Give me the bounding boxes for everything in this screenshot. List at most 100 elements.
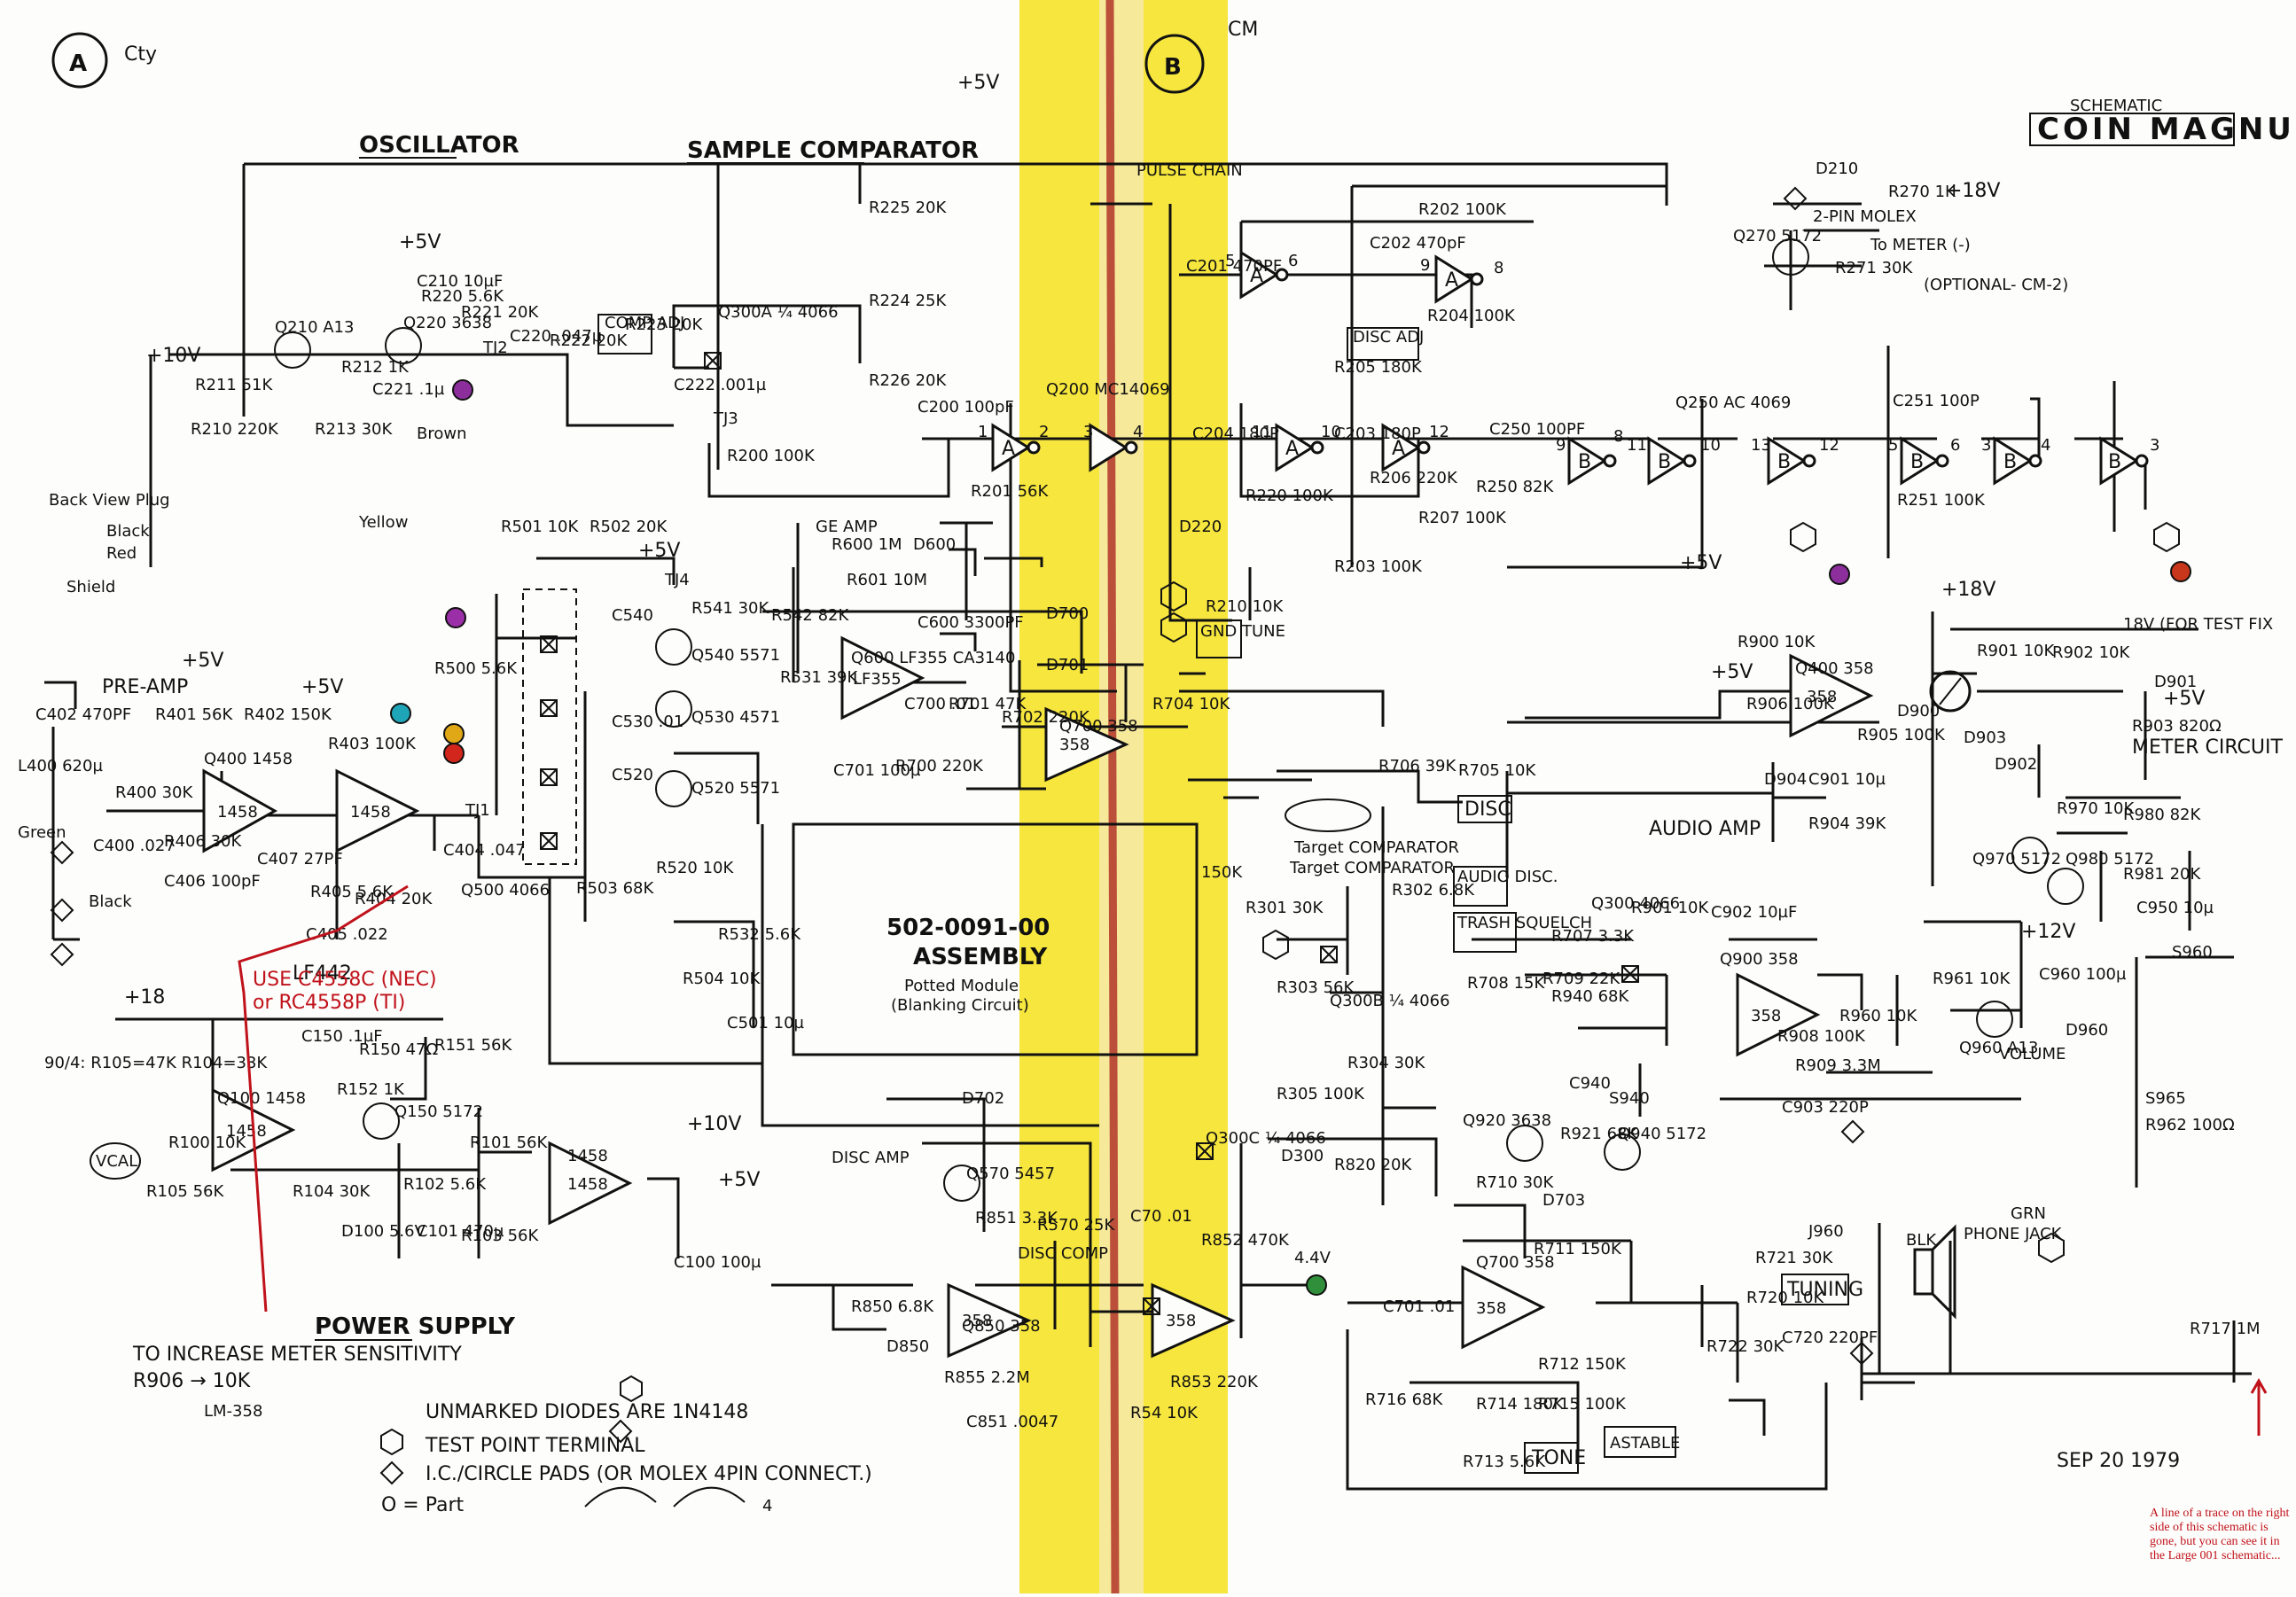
svg-text:Q530 4571: Q530 4571 (691, 708, 780, 727)
test-point-purple-2 (445, 607, 466, 628)
svg-text:R211 51K: R211 51K (195, 376, 273, 394)
svg-text:1458: 1458 (226, 1122, 267, 1141)
svg-text:B: B (1777, 451, 1791, 473)
svg-text:358: 358 (1166, 1312, 1196, 1330)
svg-text:4: 4 (2041, 436, 2050, 455)
svg-text:R709 22K: R709 22K (1542, 970, 1620, 988)
svg-text:3: 3 (1083, 423, 1093, 441)
svg-text:R903 820Ω: R903 820Ω (2132, 717, 2222, 736)
svg-text:R200 100K: R200 100K (727, 447, 816, 465)
potted-module-box (792, 822, 1199, 1056)
svg-text:358: 358 (1807, 688, 1837, 706)
test-point-purple-3 (1829, 564, 1850, 585)
svg-text:C202 470pF: C202 470pF (1370, 234, 1466, 253)
svg-text:1458: 1458 (567, 1175, 608, 1194)
page-mark-b-circle (1144, 34, 1205, 94)
svg-text:R704 10K: R704 10K (1152, 695, 1230, 713)
svg-text:Green: Green (18, 823, 66, 842)
svg-text:R221 20K: R221 20K (461, 303, 539, 322)
svg-text:To METER (-): To METER (-) (1870, 236, 1971, 254)
analog-switches (540, 352, 1639, 1315)
svg-text:TJ2: TJ2 (482, 339, 508, 357)
svg-text:LM-358: LM-358 (204, 1402, 262, 1421)
svg-text:3: 3 (2150, 436, 2159, 455)
svg-text:C402 470PF: C402 470PF (35, 705, 131, 724)
page-mark-a-circle (51, 32, 108, 89)
svg-text:C251 100P: C251 100P (1893, 392, 1980, 410)
audio-disc-box (1453, 866, 1508, 907)
title: COIN MAGNUM (2037, 112, 2296, 147)
svg-text:Q520 5571: Q520 5571 (691, 779, 780, 798)
svg-text:C940: C940 (1569, 1074, 1611, 1093)
svg-text:+18V: +18V (1946, 180, 2000, 202)
vcal-trim-outline (90, 1142, 141, 1180)
svg-text:LF355: LF355 (853, 670, 902, 689)
svg-text:Q900 358: Q900 358 (1720, 950, 1799, 969)
astable-box (1604, 1426, 1676, 1458)
svg-text:C851 .0047: C851 .0047 (966, 1413, 1058, 1431)
svg-text:R152 1K: R152 1K (337, 1080, 405, 1099)
svg-text:+5V: +5V (957, 72, 999, 94)
svg-text:O = Part: O = Part (381, 1494, 465, 1516)
module-desc-1: Potted Module (904, 977, 1019, 995)
svg-text:C701 100µ: C701 100µ (833, 761, 921, 780)
svg-text:D902: D902 (1995, 755, 2037, 774)
svg-text:B: B (1910, 451, 1924, 473)
svg-text:R100 10K: R100 10K (168, 1133, 246, 1152)
svg-text:R501 10K: R501 10K (501, 518, 579, 536)
tuning-label: TUNING (1786, 1279, 1863, 1301)
test-point-purple-1 (452, 379, 473, 401)
highlight-band-left (1019, 0, 1099, 1593)
svg-text:358: 358 (1751, 1007, 1781, 1025)
svg-text:+18V: +18V (1941, 579, 1995, 601)
svg-text:R542 82K: R542 82K (771, 606, 849, 625)
svg-text:Q300A ¼ 4066: Q300A ¼ 4066 (718, 303, 839, 322)
svg-text:R223 20K: R223 20K (625, 316, 703, 334)
svg-text:B: B (2003, 451, 2017, 473)
svg-text:R222 20K: R222 20K (550, 331, 628, 350)
svg-text:Q970 5172: Q970 5172 (1972, 850, 2061, 869)
svg-text:+5V: +5V (1680, 552, 1722, 574)
svg-text:+10V: +10V (687, 1113, 741, 1135)
section-optional: (OPTIONAL- CM-2) (1924, 276, 2068, 294)
svg-text:R206 220K: R206 220K (1370, 469, 1458, 487)
svg-text:R304 30K: R304 30K (1347, 1054, 1425, 1072)
svg-text:3: 3 (1981, 436, 1991, 455)
svg-text:13: 13 (1751, 436, 1771, 455)
svg-text:Brown: Brown (417, 425, 467, 443)
op-amps: 1458 1458 LF355 358 358 358 358 358 358 … (202, 635, 1874, 1359)
svg-text:I.C./CIRCLE PADS (OR MOLEX 4PI: I.C./CIRCLE PADS (OR MOLEX 4PIN CONNECT.… (426, 1463, 872, 1485)
svg-text:R851 3.3K: R851 3.3K (975, 1209, 1058, 1227)
title-box (2029, 113, 2235, 146)
svg-text:S940: S940 (1609, 1089, 1650, 1108)
svg-text:R220 100K: R220 100K (1246, 487, 1334, 505)
pads (50, 186, 1874, 1444)
svg-text:C200 100pF: C200 100pF (918, 398, 1014, 417)
svg-text:11: 11 (1627, 436, 1647, 455)
svg-text:D901: D901 (2154, 673, 2197, 691)
section-sample-comparator: SAMPLE COMPARATOR (687, 137, 979, 164)
svg-text:A: A (1445, 269, 1458, 292)
svg-text:R405 5.6K: R405 5.6K (310, 883, 394, 901)
svg-text:TJ3: TJ3 (713, 409, 738, 428)
svg-text:TEST POINT TERMINAL: TEST POINT TERMINAL (425, 1435, 645, 1457)
svg-text:Q960 A13: Q960 A13 (1959, 1039, 2038, 1057)
svg-text:C70 .01: C70 .01 (1130, 1207, 1192, 1226)
test-point-green (1306, 1274, 1327, 1296)
svg-text:150K: 150K (1201, 863, 1243, 882)
svg-text:+5V: +5V (718, 1169, 760, 1191)
test-point-red-2 (2170, 561, 2191, 582)
svg-text:C210 10µF: C210 10µF (417, 272, 503, 291)
highlight-band-mid (1099, 0, 1144, 1593)
svg-text:4.4V: 4.4V (1294, 1249, 1332, 1267)
svg-text:R820 20K: R820 20K (1334, 1156, 1412, 1174)
target-comparator-outline (1285, 798, 1371, 832)
svg-text:+5V: +5V (399, 231, 441, 253)
svg-text:R701 47K: R701 47K (949, 695, 1027, 713)
svg-text:Q400 1458: Q400 1458 (204, 750, 293, 768)
svg-text:+5V: +5V (638, 540, 680, 562)
svg-text:R251 100K: R251 100K (1897, 491, 1986, 510)
svg-text:R205 180K: R205 180K (1334, 358, 1423, 377)
svg-text:R210 10K: R210 10K (1206, 597, 1284, 616)
